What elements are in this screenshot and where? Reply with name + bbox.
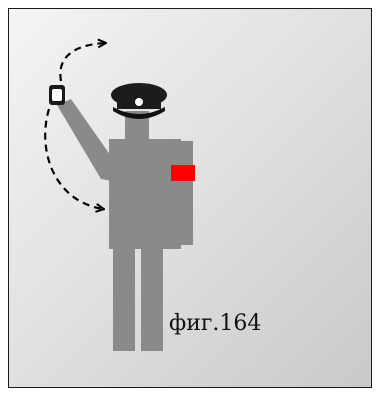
upper-arc-arrow bbox=[60, 43, 105, 81]
figure-caption: фиг.164 bbox=[169, 311, 261, 336]
red-armband bbox=[171, 165, 195, 181]
right-leg bbox=[141, 249, 163, 351]
raised-arm bbox=[57, 99, 113, 181]
figure-panel: фиг.164 bbox=[8, 8, 372, 388]
officer-torso bbox=[109, 139, 181, 249]
lowered-arm bbox=[175, 141, 193, 245]
left-leg bbox=[113, 249, 135, 351]
